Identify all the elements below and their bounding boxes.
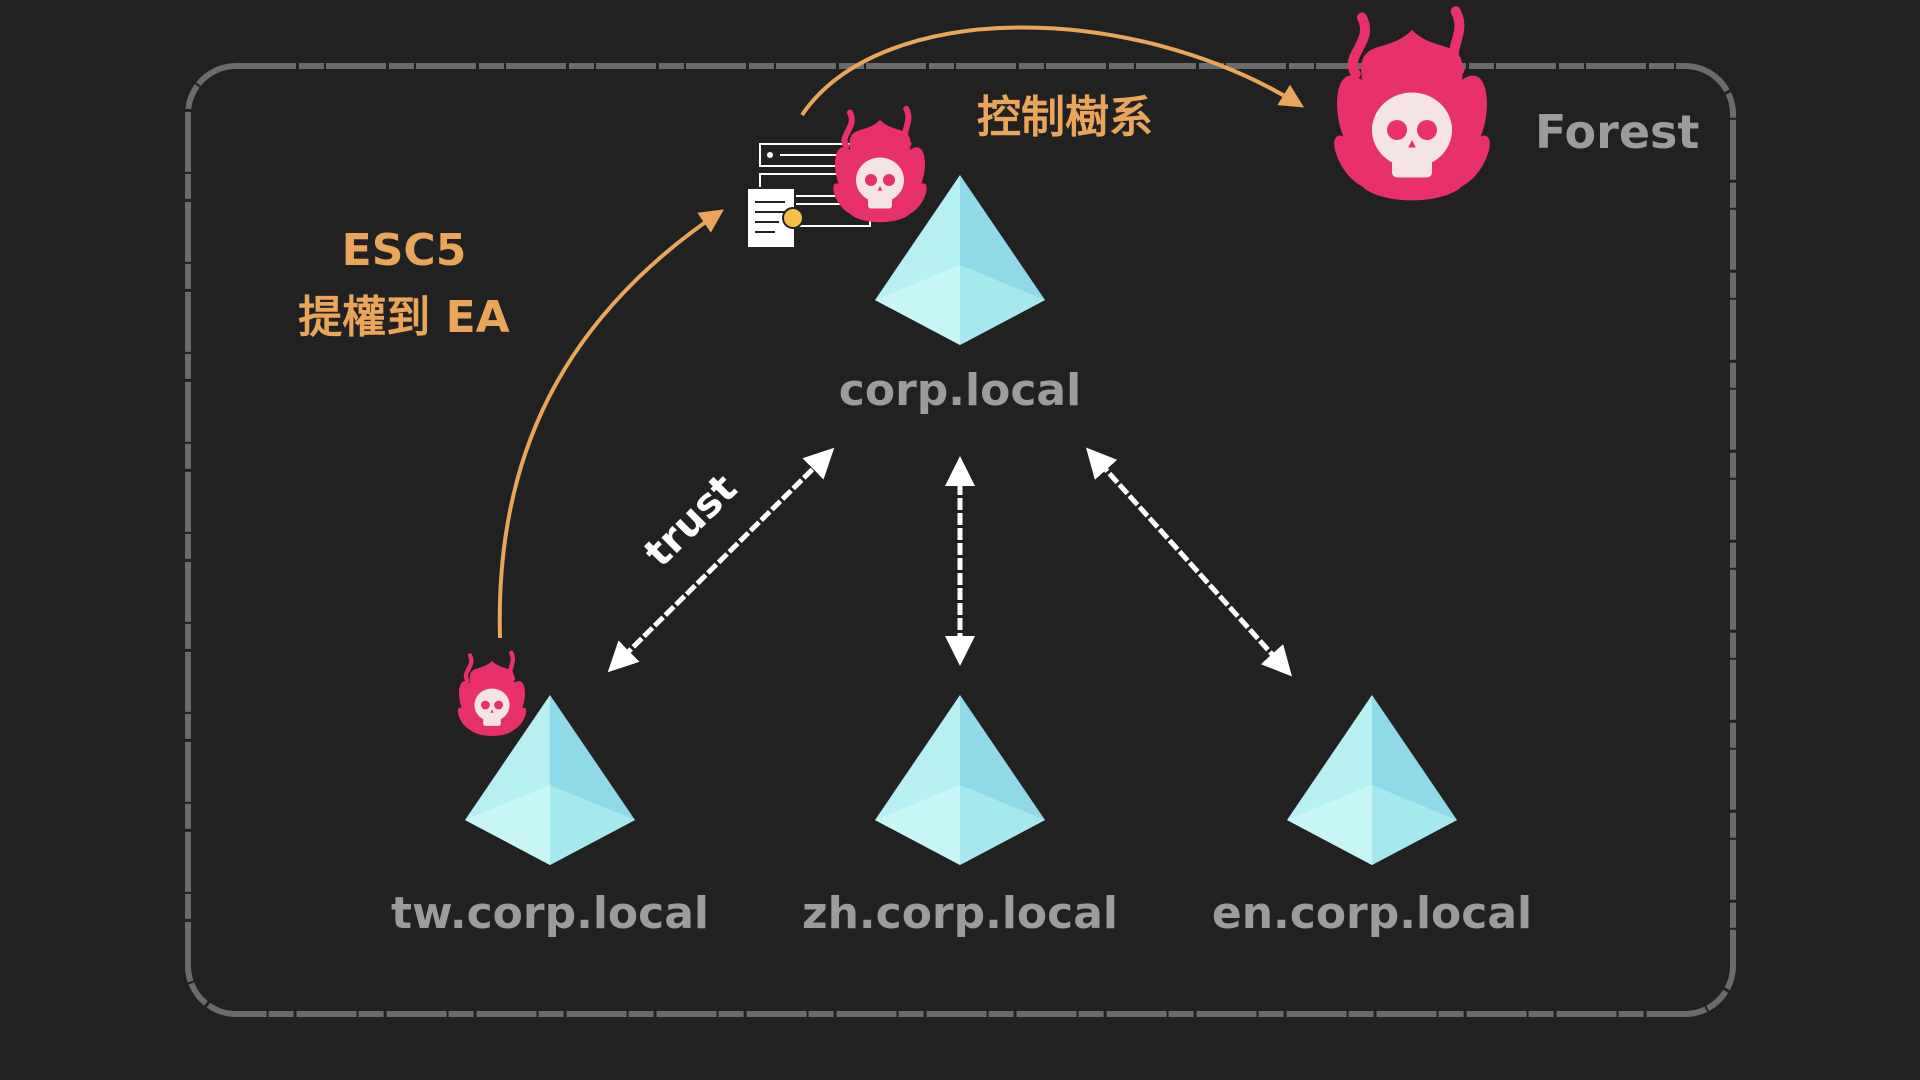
tw-compromised-icon	[458, 653, 526, 736]
certificate-server-icon	[746, 143, 871, 249]
pyramid-icon	[875, 695, 1045, 865]
child-domain-label-zh: zh.corp.local	[802, 888, 1118, 939]
control-forest-label: 控制樹系	[977, 92, 1153, 143]
forest-boundary	[185, 63, 1736, 1017]
trust-label: trust	[636, 466, 746, 576]
pyramid-icon	[1287, 695, 1457, 865]
root-domain-label: corp.local	[839, 365, 1081, 416]
forest-label: Forest	[1535, 105, 1699, 159]
trust-arrow-en	[1085, 447, 1293, 677]
child-domain-label-tw: tw.corp.local	[391, 888, 709, 939]
esc5-arrow	[497, 209, 724, 639]
child-domain-label-en: en.corp.local	[1212, 888, 1532, 939]
esc5-label-line2: 提權到 EA	[298, 292, 509, 343]
control-forest-arrow	[800, 25, 1305, 117]
certificate-server-compromised-icon	[833, 109, 926, 222]
trust-arrow-tw	[607, 447, 835, 673]
forest-compromised-icon	[1334, 11, 1490, 200]
esc5-label-line1: ESC5	[342, 225, 467, 276]
